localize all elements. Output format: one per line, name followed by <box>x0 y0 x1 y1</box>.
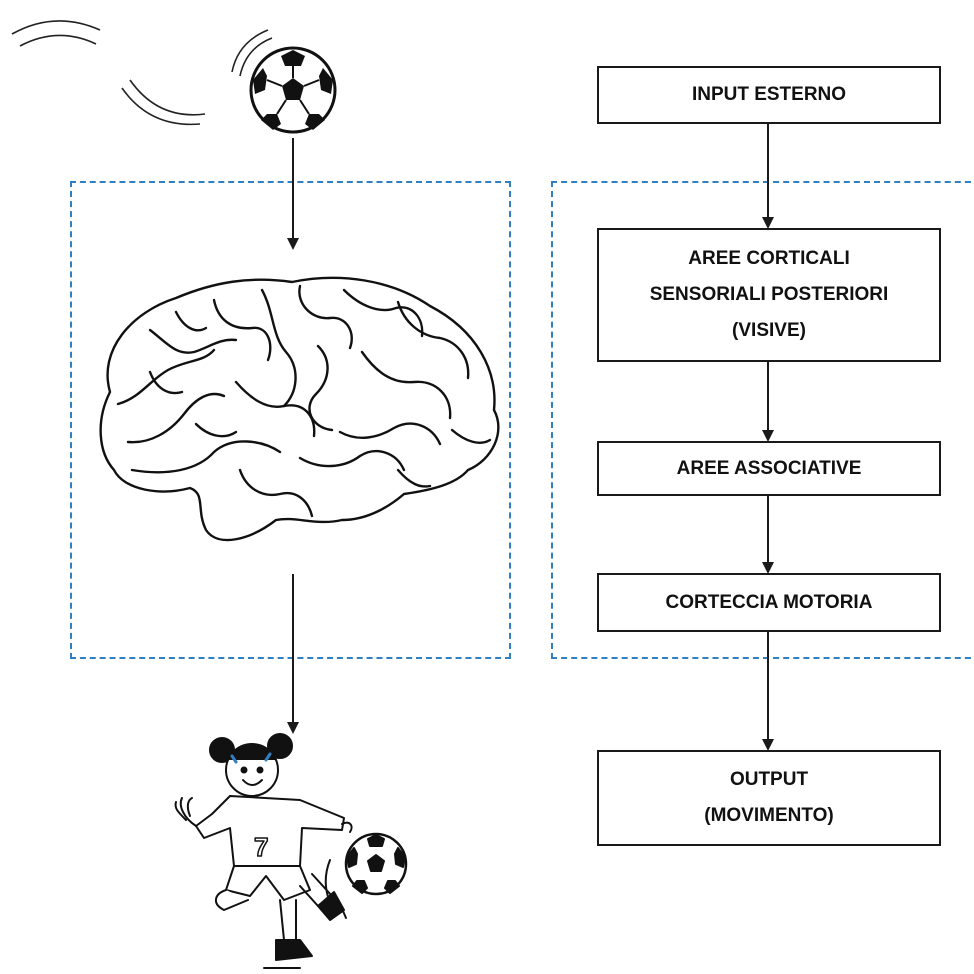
motor-cortex-label: CORTECCIA MOTORIA <box>665 591 873 613</box>
sensory-areas-line-1: AREE CORTICALI <box>688 248 850 269</box>
associative-areas-box: AREE ASSOCIATIVE <box>597 441 941 496</box>
motor-cortex-box: CORTECCIA MOTORIA <box>597 573 941 632</box>
input-box-label: INPUT ESTERNO <box>691 84 847 105</box>
associative-areas-label: AREE ASSOCIATIVE <box>676 457 862 479</box>
soccer-ball-icon <box>249 46 337 134</box>
brain-region-frame <box>70 181 511 659</box>
kicked-ball-icon <box>344 832 408 896</box>
svg-text:7: 7 <box>254 832 268 862</box>
sensory-areas-box: AREE CORTICALI SENSORIALI POSTERIORI (VI… <box>597 228 941 362</box>
input-box: INPUT ESTERNO <box>597 66 941 124</box>
output-line-1: OUTPUT <box>729 769 809 790</box>
sensory-areas-line-3: (VISIVE) <box>732 320 806 341</box>
output-box: OUTPUT (MOVIMENTO) <box>597 750 941 846</box>
output-line-2: (MOVIMENTO) <box>704 805 834 826</box>
child-kicking-ball-icon: 7 <box>174 733 408 969</box>
sensory-areas-line-2: SENSORIALI POSTERIORI <box>649 284 889 305</box>
motion-lines-icon <box>11 20 273 126</box>
process-region-frame <box>551 181 974 659</box>
brain-icon <box>99 276 500 542</box>
